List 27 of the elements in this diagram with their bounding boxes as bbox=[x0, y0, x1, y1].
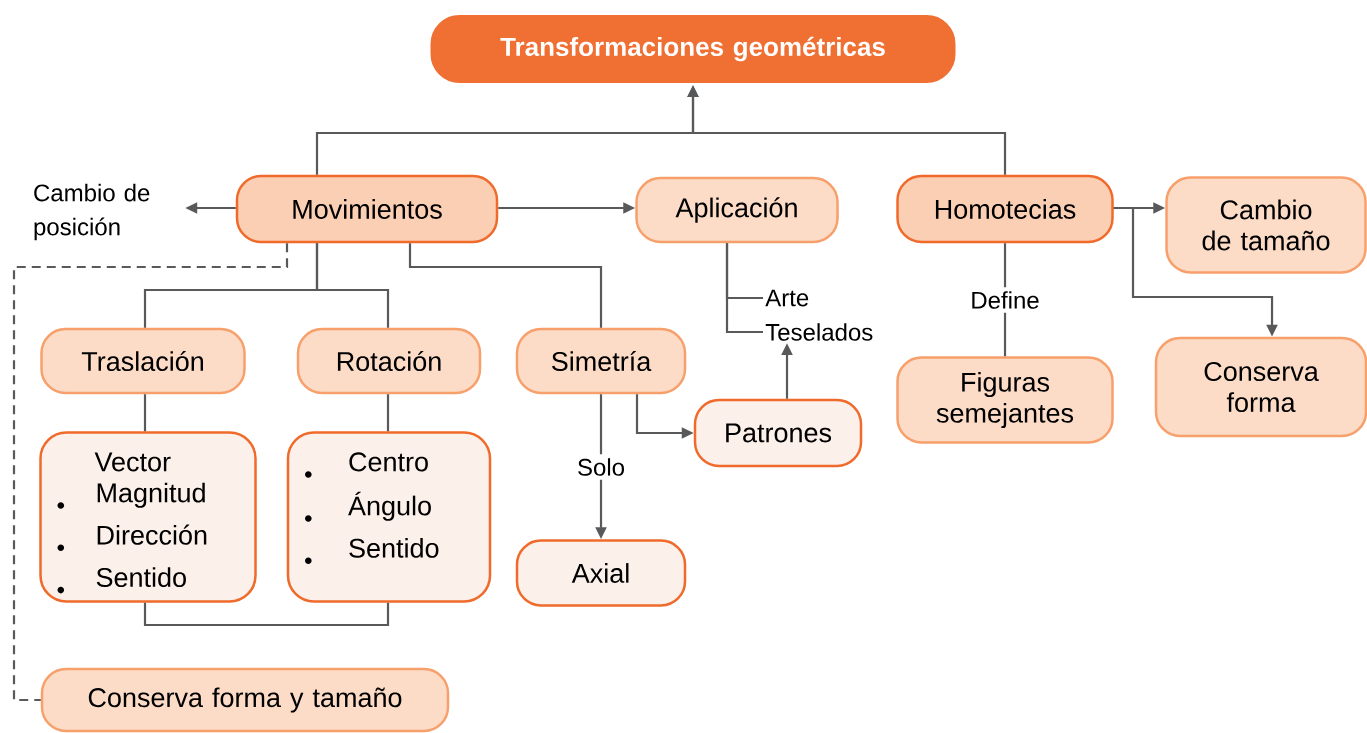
title-box: Transformaciones geométricas bbox=[428, 13, 958, 85]
connector-line bbox=[143, 602, 390, 627]
concept-box: Conserva forma bbox=[1154, 336, 1367, 438]
concept-text: Arte bbox=[765, 289, 809, 307]
connector-line bbox=[725, 243, 763, 334]
concept-box: Cambio de tamaño bbox=[1165, 176, 1367, 274]
concept-box: Movimientos bbox=[235, 174, 499, 244]
concept-box: Aplicación bbox=[635, 176, 839, 244]
connector-line bbox=[143, 394, 147, 432]
concept-box: Homotecias bbox=[896, 174, 1114, 244]
list-box: Vector Magnitud Dirección Sentido bbox=[39, 431, 257, 603]
edge-label: Define bbox=[966, 287, 1044, 313]
dashed-line bbox=[12, 243, 289, 702]
concept-box: Axial bbox=[515, 539, 687, 607]
connector-line bbox=[315, 243, 390, 328]
edge-label: Solo bbox=[573, 454, 630, 480]
concept-box: Simetría bbox=[515, 327, 687, 395]
concept-box: Rotación bbox=[296, 327, 482, 395]
connector-line bbox=[408, 243, 603, 328]
concept-text: Teselados bbox=[765, 323, 873, 341]
concept-box: Conserva forma y tamaño bbox=[40, 667, 450, 733]
concept-text: Cambio de posición bbox=[34, 183, 150, 241]
concept-box: Patrones bbox=[693, 398, 863, 468]
concept-box: Traslación bbox=[40, 327, 246, 395]
concept-box: Figuras semejantes bbox=[896, 356, 1114, 444]
connector-line bbox=[386, 394, 390, 432]
list-box: Centro Ángulo Sentido bbox=[286, 431, 492, 603]
